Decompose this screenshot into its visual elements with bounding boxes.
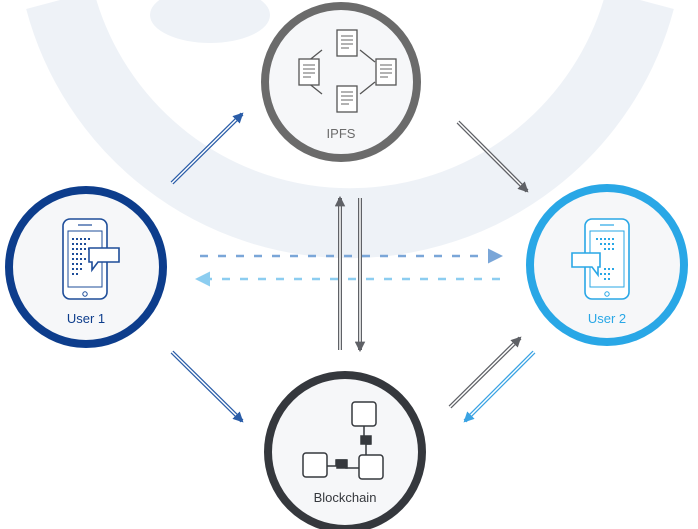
arrow-user1-to-ipfs: [170, 112, 244, 185]
user2-label: User 2: [588, 311, 626, 326]
blockchain-node: Blockchain: [264, 371, 426, 529]
phone-message-icon: [62, 218, 120, 300]
ipfs-label: IPFS: [327, 126, 356, 141]
user1-label: User 1: [67, 311, 105, 326]
arrow-blockchain-to-user2: [448, 336, 522, 409]
user1-node: User 1: [5, 186, 167, 348]
arrow-user2-to-blockchain: [463, 350, 536, 423]
block-chain-icon: [302, 401, 384, 480]
arrow-ipfs-to-user2: [456, 120, 529, 193]
phone-message-icon: [571, 218, 630, 300]
user2-node: User 2: [526, 184, 688, 346]
blockchain-label: Blockchain: [314, 490, 377, 505]
document-network-icon: [298, 29, 397, 113]
ipfs-node: IPFS: [261, 2, 421, 162]
arrow-user1-to-blockchain: [170, 350, 244, 423]
